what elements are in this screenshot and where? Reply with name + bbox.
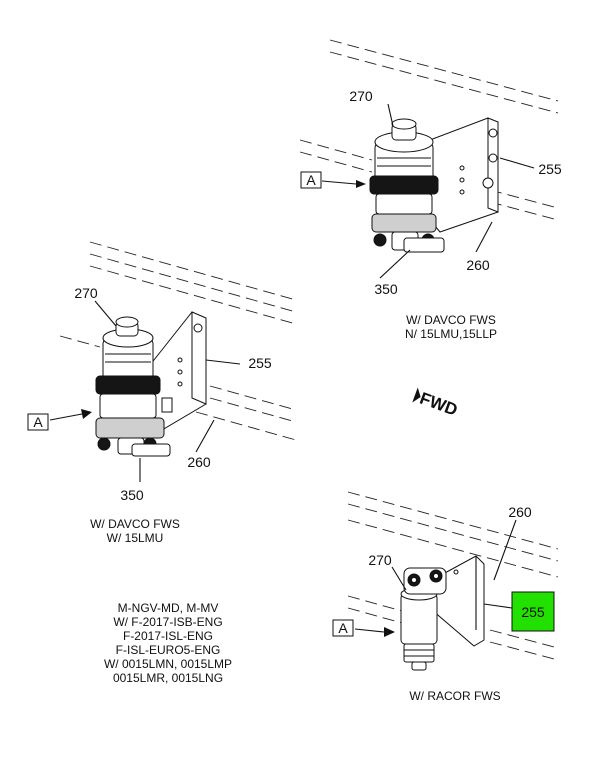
applicability-line: M-NGV-MD, M-MV (118, 601, 219, 615)
part-255-label: 255 (248, 355, 272, 371)
applicability-line: W/ 0015LMN, 0015LMP (104, 657, 232, 671)
part-350-label: 350 (374, 281, 398, 297)
frame-rail-lines (299, 39, 559, 221)
fwd-arrow-icon (412, 387, 421, 403)
view-davco-n15lmu: A 270 255 260 350 W/ DAVCO FWS N/ 15LMU,… (299, 39, 562, 341)
applicability-line: W/ F-2017-ISB-ENG (113, 615, 222, 629)
ref-a-label: A (306, 172, 316, 188)
part-260-label: 260 (466, 257, 490, 273)
filter-270 (400, 567, 447, 671)
part-260-label: 260 (187, 454, 211, 470)
view-davco-15lmu: A 270 255 260 350 W/ DAVCO FWS W/ 15LMU (27, 241, 297, 545)
applicability-note: M-NGV-MD, M-MV W/ F-2017-ISB-ENG F-2017-… (104, 601, 232, 685)
applicability-line: 0015LMR, 0015LNG (113, 671, 223, 685)
ref-a-label: A (338, 620, 348, 636)
part-260-label: 260 (508, 504, 532, 520)
bracket-255 (149, 311, 207, 431)
caption-line-1: W/ DAVCO FWS (90, 517, 180, 531)
bracket-255 (429, 117, 499, 233)
part-255-label[interactable]: 255 (521, 604, 545, 620)
filter-270 (95, 316, 161, 419)
ref-a-label: A (33, 414, 43, 430)
part-255-label: 255 (538, 161, 562, 177)
caption-line-1: W/ DAVCO FWS (406, 313, 496, 327)
frame-rail-lines (59, 241, 297, 441)
caption-line-2: W/ 15LMU (107, 531, 164, 545)
fwd-direction-marker: FWD (412, 387, 460, 420)
part-270-label: 270 (74, 285, 98, 301)
part-270-label: 270 (368, 552, 392, 568)
valve-350 (95, 417, 171, 457)
frame-rail-lines (347, 491, 559, 661)
fwd-label: FWD (417, 389, 460, 420)
filter-270 (369, 118, 439, 215)
applicability-line: F-ISL-EURO5-ENG (116, 643, 221, 657)
part-255-highlight[interactable] (511, 591, 555, 632)
caption-line-2: N/ 15LMU,15LLP (405, 327, 497, 341)
part-270-label: 270 (349, 88, 373, 104)
caption-line-1: W/ RACOR FWS (409, 689, 500, 703)
applicability-line: F-2017-ISL-ENG (123, 629, 213, 643)
part-350-label: 350 (120, 487, 144, 503)
view-racor: A 270 260 255 W/ RACOR FWS (332, 491, 559, 703)
valve-350 (371, 213, 445, 253)
